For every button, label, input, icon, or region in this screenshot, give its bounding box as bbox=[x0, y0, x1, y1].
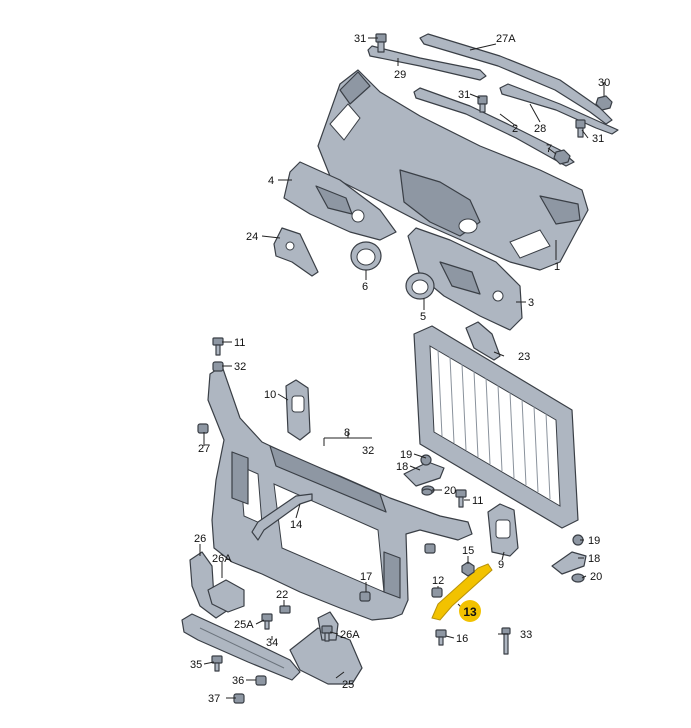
bolt-31-right bbox=[575, 119, 586, 138]
bolt-26A-lower bbox=[321, 625, 333, 642]
clip-32-mid bbox=[424, 543, 436, 554]
clip-36 bbox=[255, 675, 267, 686]
callout-26A: 26A bbox=[340, 629, 360, 641]
callout-20: 20 bbox=[444, 485, 456, 497]
callout-26A: 26A bbox=[212, 553, 232, 565]
callout-17: 17 bbox=[360, 571, 372, 583]
callout-30: 30 bbox=[598, 77, 610, 89]
callout-37: 37 bbox=[208, 693, 220, 705]
callout-31: 31 bbox=[458, 89, 470, 101]
callout-7: 7 bbox=[546, 143, 552, 155]
callout-20: 20 bbox=[590, 571, 602, 583]
bracket-24 bbox=[273, 227, 319, 277]
bolt-31-mid bbox=[477, 95, 488, 113]
strip-28 bbox=[499, 83, 619, 135]
callout-25A: 25A bbox=[234, 619, 254, 631]
upper-strip-27A bbox=[419, 33, 613, 125]
gasket-9 bbox=[487, 503, 519, 557]
callout-6: 6 bbox=[362, 281, 368, 293]
strip-2 bbox=[413, 87, 575, 167]
callout-18: 18 bbox=[396, 461, 408, 473]
callout-9: 9 bbox=[498, 559, 504, 571]
bolt-11-left bbox=[212, 337, 224, 356]
callout-19: 19 bbox=[400, 449, 412, 461]
callout-11: 11 bbox=[472, 495, 483, 507]
callout-3: 3 bbox=[528, 297, 534, 309]
bumper-bracket-34 bbox=[181, 613, 301, 681]
callout-12: 12 bbox=[432, 575, 444, 587]
side-panel-4 bbox=[283, 161, 397, 241]
callout-22: 22 bbox=[276, 589, 288, 601]
side-panel-3 bbox=[407, 227, 523, 331]
bolt-16 bbox=[435, 629, 447, 646]
callout-31: 31 bbox=[354, 33, 366, 45]
callout-23: 23 bbox=[518, 351, 530, 363]
pin-33 bbox=[501, 627, 511, 655]
bolt-11-right bbox=[455, 489, 467, 508]
callout-2: 2 bbox=[512, 123, 518, 135]
callout-24: 24 bbox=[246, 231, 258, 243]
upper-strip-29 bbox=[367, 45, 487, 81]
bulkhead-panel-1 bbox=[317, 69, 589, 271]
radiator bbox=[413, 325, 579, 529]
callout-5: 5 bbox=[420, 311, 426, 323]
callout-27: 27 bbox=[198, 443, 210, 455]
callout-14: 14 bbox=[290, 519, 302, 531]
callout-8: 8 bbox=[344, 427, 350, 439]
callout-16: 16 bbox=[456, 633, 468, 645]
callout-28: 28 bbox=[534, 123, 546, 135]
callout-25: 25 bbox=[342, 679, 354, 691]
clip-27 bbox=[197, 423, 209, 434]
leader-lines bbox=[199, 37, 605, 699]
nut-7 bbox=[553, 149, 571, 165]
nut-20-left bbox=[421, 488, 433, 496]
bolt-31-top bbox=[375, 33, 387, 53]
bolt-25A bbox=[261, 613, 273, 630]
callout-34: 34 bbox=[266, 637, 278, 649]
air-duct-14 bbox=[251, 493, 313, 541]
seal-6 bbox=[350, 241, 382, 271]
callout-27A: 27A bbox=[496, 33, 516, 45]
clip-12 bbox=[431, 587, 443, 598]
callout-1: 1 bbox=[554, 261, 560, 273]
highlighted-strip-13 bbox=[431, 563, 493, 621]
callout-36: 36 bbox=[232, 675, 244, 687]
callout-33: 33 bbox=[520, 629, 532, 641]
callout-11: 11 bbox=[234, 337, 245, 349]
callout-4: 4 bbox=[268, 175, 274, 187]
callout-32: 32 bbox=[234, 361, 246, 373]
callout-15: 15 bbox=[462, 545, 474, 557]
highlight-callout-13: 13 bbox=[459, 600, 481, 622]
clip-32-left bbox=[212, 361, 224, 372]
callout-31: 31 bbox=[592, 133, 604, 145]
callout-35: 35 bbox=[190, 659, 202, 671]
bracket-23 bbox=[465, 321, 501, 361]
callout-26: 26 bbox=[194, 533, 206, 545]
callout-10: 10 bbox=[264, 389, 276, 401]
callout-18: 18 bbox=[588, 553, 600, 565]
callout-32: 32 bbox=[362, 445, 374, 457]
clip-17 bbox=[359, 591, 371, 602]
callout-29: 29 bbox=[394, 69, 406, 81]
bolt-22 bbox=[279, 605, 291, 614]
gasket-10 bbox=[285, 379, 311, 441]
nut-15 bbox=[461, 561, 475, 577]
nut-30 bbox=[595, 95, 613, 111]
highlight-callout-text: 13 bbox=[463, 605, 477, 619]
bolt-35 bbox=[211, 655, 223, 672]
callout-19: 19 bbox=[588, 535, 600, 547]
callout-labels: 31 27A 29 30 31 2 28 31 7 4 24 1 6 3 5 2… bbox=[190, 33, 610, 705]
bracket-26A-left bbox=[207, 579, 245, 613]
seal-5 bbox=[405, 272, 435, 300]
